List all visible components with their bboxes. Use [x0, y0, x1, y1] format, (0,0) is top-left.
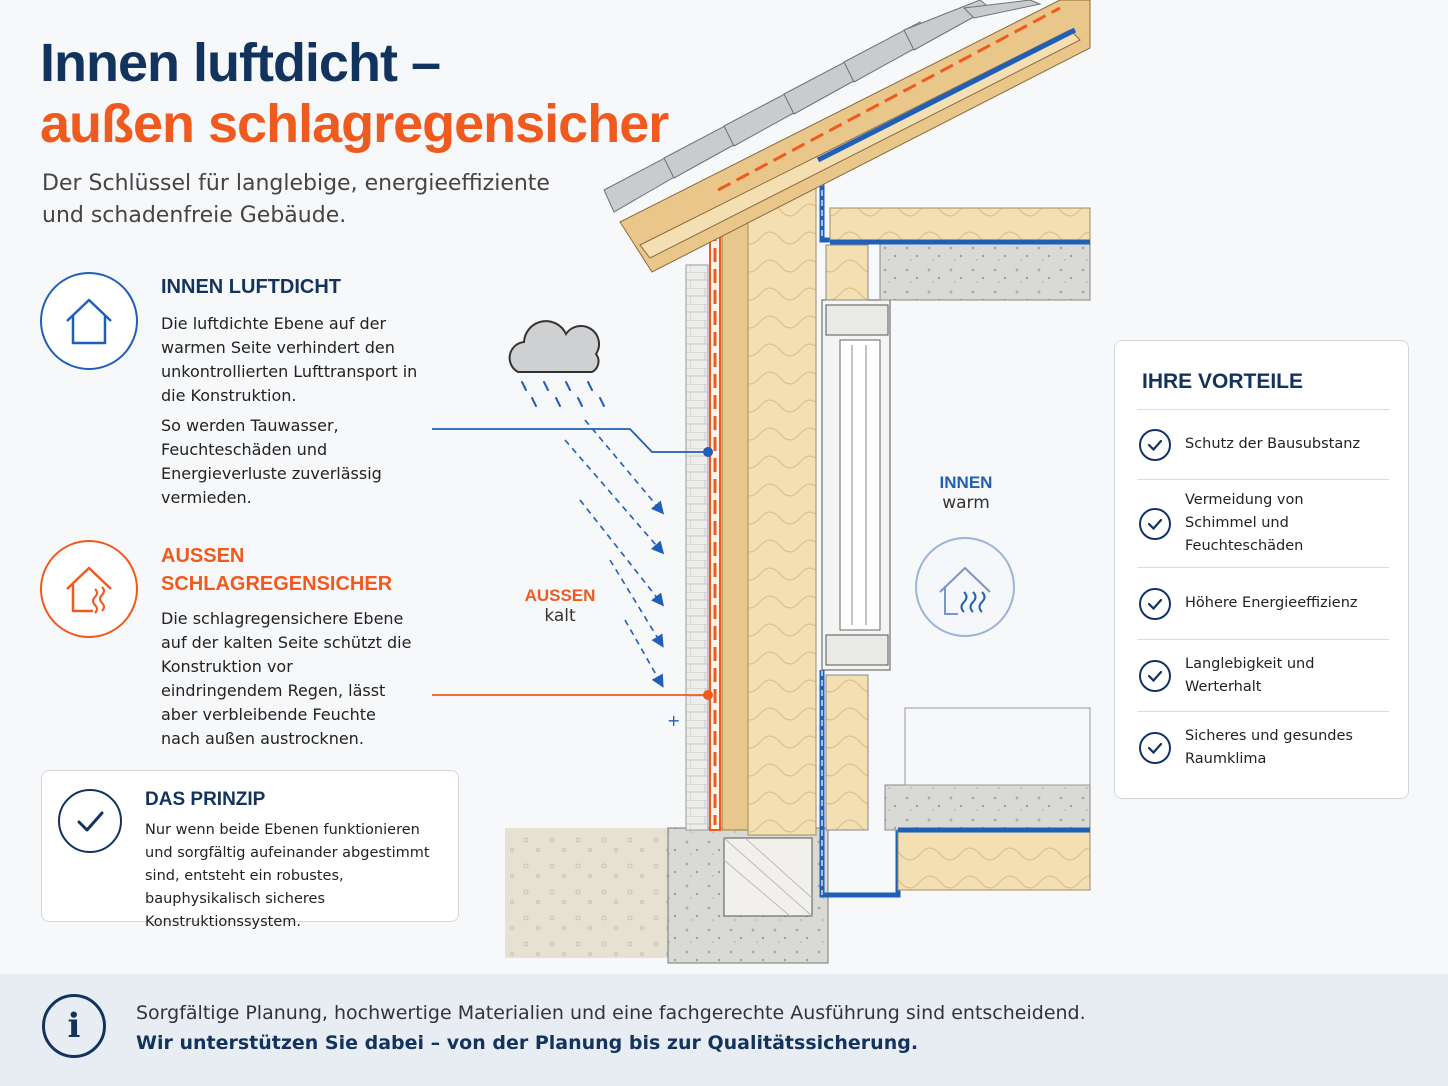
inside-label: INNEN warm [916, 473, 1016, 513]
footer-line2: Wir unterstützen Sie dabei – von der Pla… [136, 1032, 919, 1054]
rain-cloud-icon [508, 320, 605, 407]
check-icon [1139, 428, 1171, 461]
check-icon [1139, 507, 1171, 540]
prinzip-box: DAS PRINZIP Nur wenn beide Ebenen funkti… [41, 770, 459, 930]
check-icon [1139, 587, 1171, 620]
svg-text:+: + [667, 711, 680, 730]
check-icon [58, 789, 122, 853]
check-icon [1139, 731, 1171, 764]
page-title-line2: außen schlagregensicher [40, 94, 669, 154]
prinzip-heading: DAS PRINZIP [145, 789, 266, 810]
vorteil-label: Vermeidung von Schimmel und Feuchteschäd… [1185, 492, 1304, 554]
vorteil-item: Schutz der Bausubstanz [1137, 409, 1389, 479]
inside-label-title: INNEN [939, 473, 993, 492]
vorteil-item: Langlebigkeit und Werterhalt [1137, 639, 1389, 711]
innen-text-1: Die luftdichte Ebene auf der warmen Seit… [161, 314, 418, 405]
footer-banner: i Sorgfältige Planung, hochwertige Mater… [0, 974, 1448, 1086]
info-icon: i [42, 994, 106, 1058]
innen-text-2: So werden Tauwasser, Feuchteschäden und … [161, 416, 382, 507]
aussen-heading-line2: SCHLAGREGENSICHER [161, 573, 393, 595]
vorteil-item: Vermeidung von Schimmel und Feuchteschäd… [1137, 479, 1389, 567]
aussen-heading-line1: AUSSEN [161, 545, 245, 567]
inside-label-sub: warm [942, 493, 990, 513]
vorteil-label: Schutz der Bausubstanz [1185, 436, 1361, 452]
vorteil-label: Sicheres und gesundes Raumklima [1185, 727, 1353, 767]
house-moisture-icon [40, 540, 138, 638]
house-heat-icon [915, 537, 1015, 637]
vorteil-label: Höhere Energieeffizienz [1185, 595, 1358, 611]
outside-label-title: AUSSEN [524, 586, 596, 605]
vorteile-heading: IHRE VORTEILE [1142, 370, 1304, 393]
aussen-text: Die schlagregensichere Ebene auf der kal… [161, 609, 412, 748]
innen-heading: INNEN LUFTDICHT [161, 276, 341, 298]
prinzip-text: Nur wenn beide Ebenen funktionieren und … [145, 822, 430, 930]
page-title-line1: Innen luftdicht – [40, 33, 441, 93]
outside-label: AUSSEN kalt [510, 586, 610, 626]
vorteil-item: Sicheres und gesundes Raumklima [1137, 711, 1389, 783]
vorteil-label: Langlebigkeit und Werterhalt [1185, 655, 1315, 695]
house-icon [40, 272, 138, 370]
page-subtitle: Der Schlüssel für langlebige, energieeff… [42, 171, 550, 228]
vorteile-box: IHRE VORTEILE Schutz der Bausubstanz Ver… [1114, 340, 1409, 799]
footer-line1: Sorgfältige Planung, hochwertige Materia… [136, 1002, 1086, 1024]
wall-section-diagram: + [432, 0, 1091, 964]
vorteil-item: Höhere Energieeffizienz [1137, 567, 1389, 639]
outside-label-sub: kalt [544, 606, 576, 626]
check-icon [1139, 659, 1171, 692]
